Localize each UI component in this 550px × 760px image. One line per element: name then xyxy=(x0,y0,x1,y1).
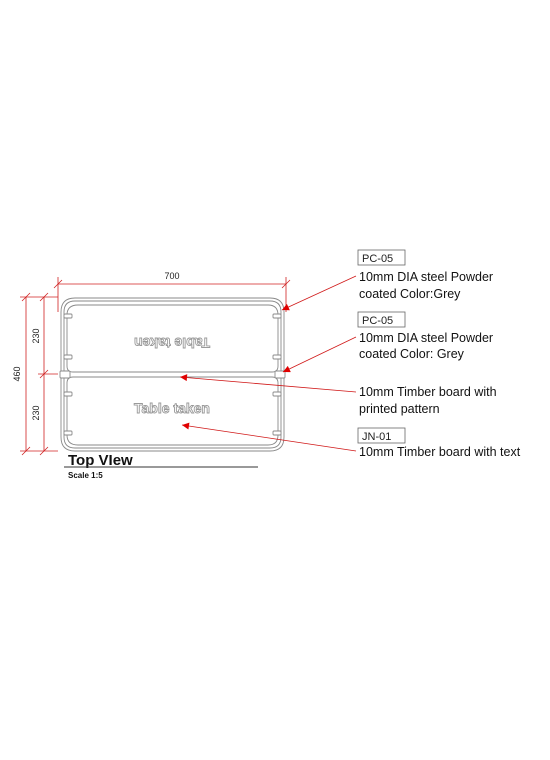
dimension-total-height xyxy=(20,292,58,456)
view-title: Top VIew xyxy=(68,452,133,469)
callout-2-line-2: coated Color: Grey xyxy=(359,347,465,361)
leader-lines xyxy=(179,275,357,452)
callout-tag-4: JN-01 xyxy=(362,431,391,443)
frame-brackets xyxy=(59,313,286,436)
callout-tag-box-1: PC-05 xyxy=(357,249,406,266)
callout-tag-box-4: JN-01 xyxy=(357,427,406,444)
timber-board-lower xyxy=(66,376,279,446)
callout-tag-1: PC-05 xyxy=(362,253,393,265)
callout-3-line-2: printed pattern xyxy=(359,402,440,416)
width-dimension-label: 700 xyxy=(164,271,179,281)
total-height-label: 460 xyxy=(12,366,22,381)
callout-tag-2: PC-05 xyxy=(362,315,393,327)
dimension-segment-heights xyxy=(38,292,58,456)
callout-1-line-2: coated Color:Grey xyxy=(359,287,461,301)
callout-tag-box-2: PC-05 xyxy=(357,311,406,328)
callout-3-line-1: 10mm Timber board with xyxy=(359,385,497,399)
upper-board-engraved-text: Table taken xyxy=(134,335,210,351)
view-scale: Scale 1:5 xyxy=(68,471,103,480)
callout-4-line-1: 10mm Timber board with text xyxy=(359,445,521,459)
timber-board-upper xyxy=(66,304,279,373)
lower-height-label: 230 xyxy=(31,405,41,420)
callout-1-line-1: 10mm DIA steel Powder xyxy=(359,270,493,284)
lower-board-engraved-text: Table taken xyxy=(134,400,210,416)
callout-2-line-1: 10mm DIA steel Powder xyxy=(359,331,493,345)
upper-height-label: 230 xyxy=(31,328,41,343)
dimension-width xyxy=(53,277,291,312)
